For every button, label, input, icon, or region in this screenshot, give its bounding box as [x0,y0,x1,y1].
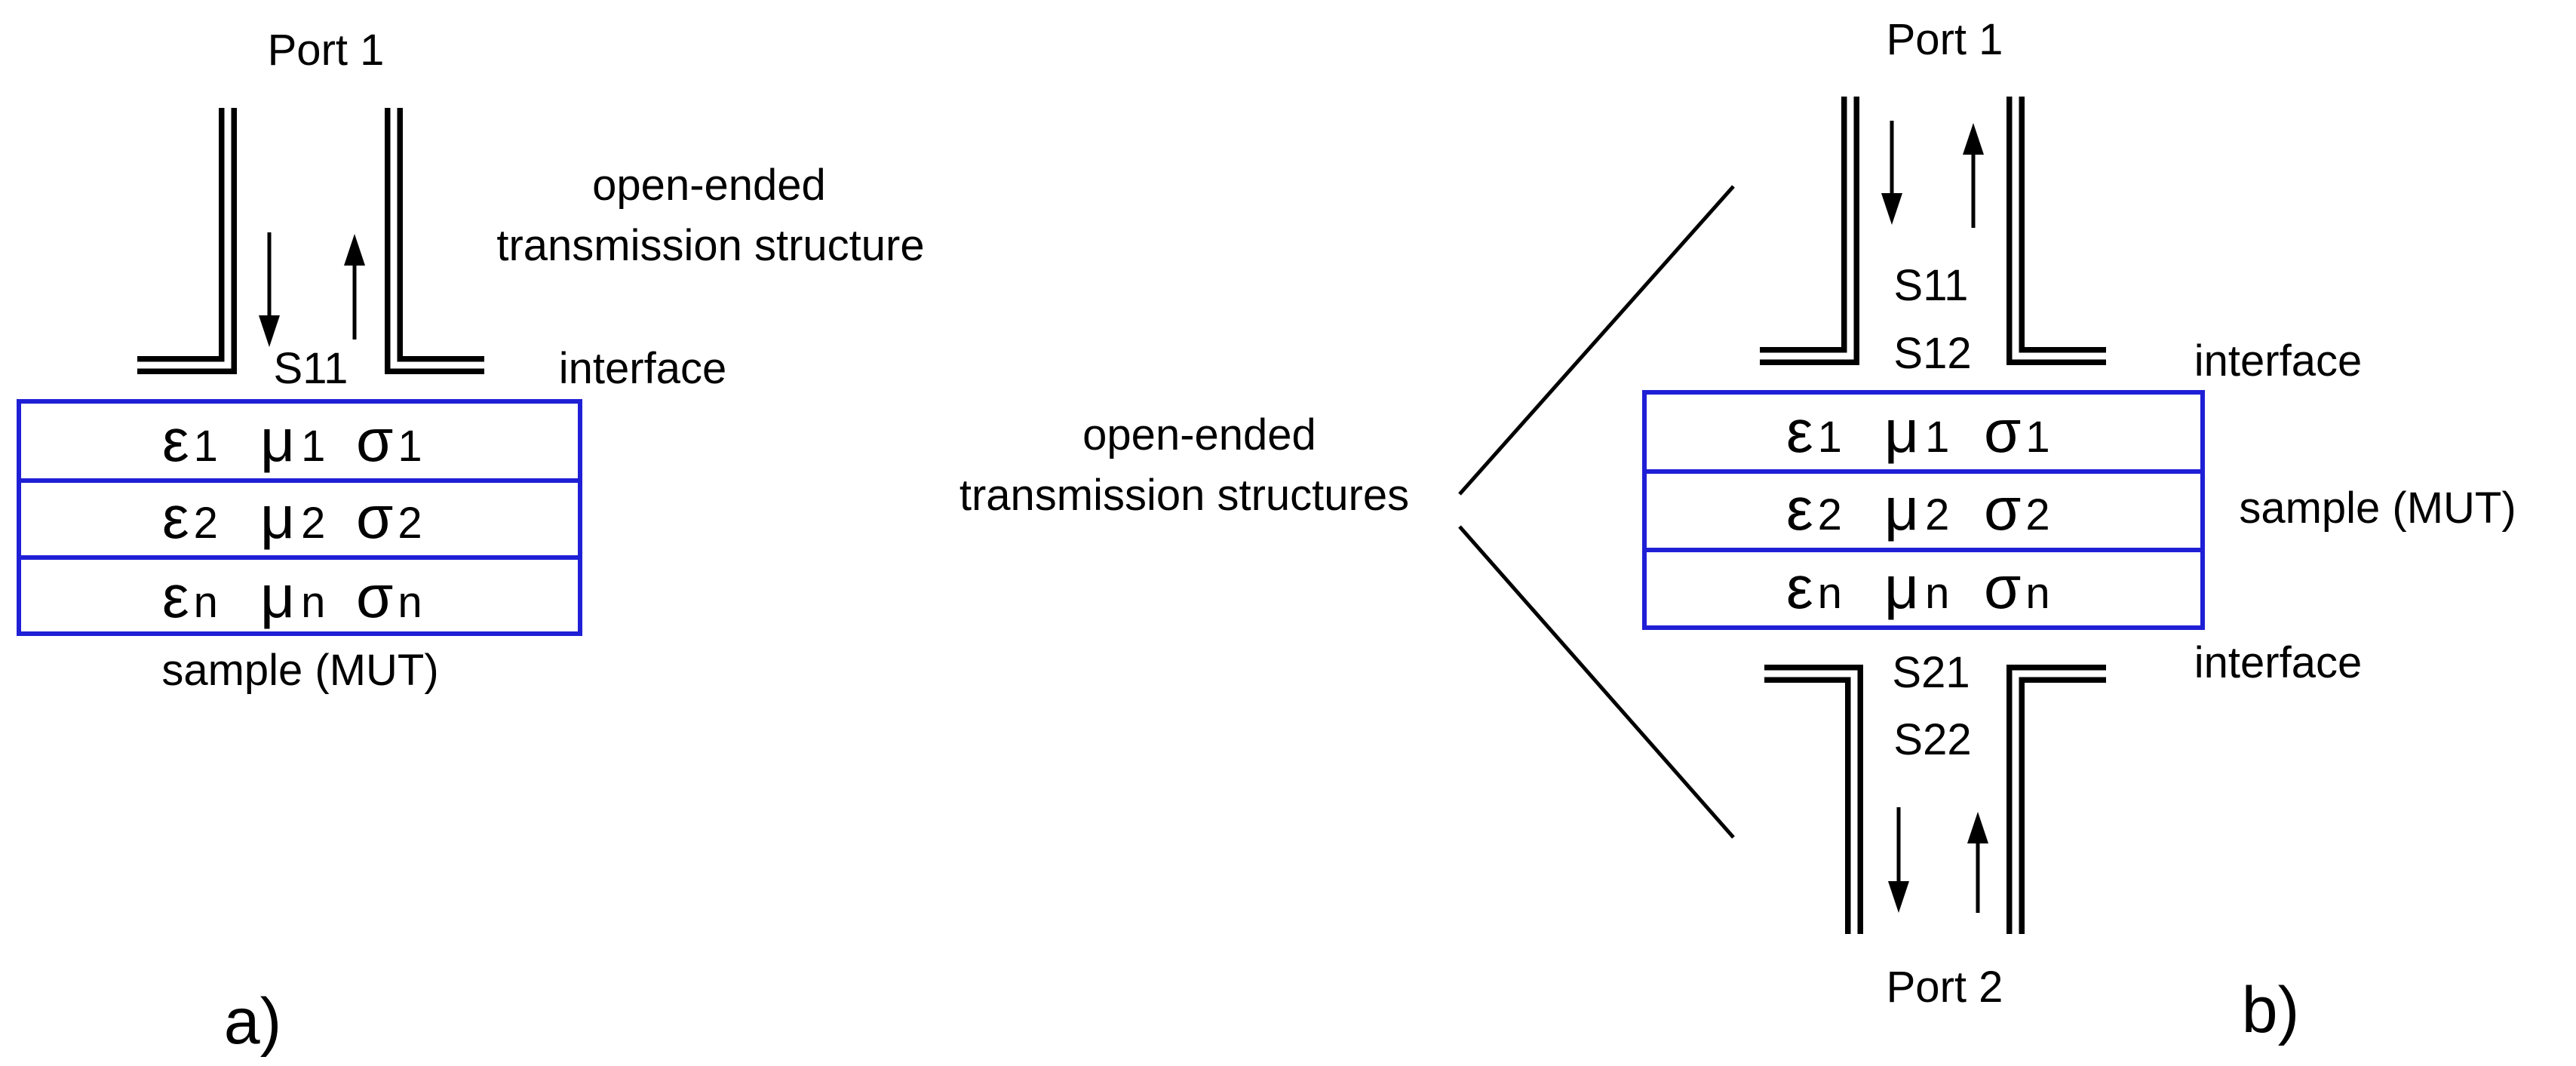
layer-subscript: n [398,578,422,627]
sigma-symbol: σ [1984,398,2021,465]
panel-b-panel-label: b) [2242,974,2299,1046]
panel-b-s22-label: S22 [1893,715,1971,764]
epsilon-symbol: ε [162,407,189,474]
panel-a-transmission-structure [137,108,484,374]
svg-text:μn: μn [260,563,325,630]
panel-b-sample-label: sample (MUT) [2239,484,2516,533]
layer-subscript: n [1818,569,1842,618]
layer-subscript: 1 [2025,413,2049,462]
layer-subscript: 2 [1818,490,1842,539]
svg-text:σ2: σ2 [1984,475,2050,542]
mu-symbol: μ [1884,475,1919,542]
panel-a-s11-label: S11 [274,344,348,393]
panel-a-incident-arrowhead [259,315,280,347]
layer-subscript: 1 [1925,413,1949,462]
panel-b-bottom-transmitted-arrowhead [1888,881,1909,913]
panel-a-port1-label: Port 1 [268,26,385,75]
panel-a-panel-label: a) [224,985,281,1058]
panel-b-interface-top-label: interface [2194,336,2362,386]
sigma-symbol: σ [356,484,393,551]
svg-text:μ2: μ2 [260,484,325,551]
panel-a-sample-label: sample (MUT) [161,646,438,695]
svg-text:ε1: ε1 [1786,398,1842,465]
layer-subscript: 2 [1925,490,1949,539]
mu-symbol: μ [260,484,295,551]
panel-b-sample [1642,390,2205,630]
layer-subscript: 1 [1818,413,1842,462]
panel-a: Port 1 S11 open-ended transmission struc… [17,26,925,1058]
panel-b-s21-label: S21 [1892,648,1970,697]
layer-subscript: n [2025,569,2049,618]
svg-text:μ1: μ1 [260,407,325,474]
svg-text:σ1: σ1 [356,407,422,474]
epsilon-symbol: ε [1786,554,1813,621]
layer-subscript: 2 [194,499,218,548]
panel-a-interface-label: interface [559,344,726,393]
mu-symbol: μ [1884,398,1919,465]
layer-subscript: 1 [194,422,218,471]
svg-text:σ1: σ1 [1984,398,2050,465]
layer-subscript: n [1925,569,1949,618]
epsilon-symbol: ε [162,484,189,551]
mu-symbol: μ [260,407,295,474]
svg-text:σ2: σ2 [356,484,422,551]
panel-b-s12-label: S12 [1893,329,1971,378]
svg-text:σn: σn [356,563,422,630]
epsilon-symbol: ε [1786,475,1813,542]
panel-a-structure-label-line2: transmission structure [496,221,924,270]
panel-b: open-ended transmission structures Port … [959,15,2516,1046]
panel-b-structures-label-line1: open-ended [1082,410,1316,459]
mu-symbol: μ [260,563,295,630]
panel-b-top-transmission-structure [1760,97,2106,365]
svg-text:μ1: μ1 [1884,398,1949,465]
svg-text:σn: σn [1984,554,2050,621]
panel-a-reflected-arrowhead [344,234,365,266]
layer-subscript: 2 [398,499,422,548]
layer-subscript: n [301,578,325,627]
panel-b-top-incident-arrowhead [1881,193,1902,225]
panel-b-pointer-line-bottom [1458,525,1735,839]
sigma-symbol: σ [1984,475,2021,542]
svg-text:ε2: ε2 [162,484,218,551]
layer-subscript: n [194,578,218,627]
sigma-symbol: σ [1984,554,2021,621]
panel-b-s11-label: S11 [1894,261,1969,310]
panel-b-port1-label: Port 1 [1887,15,2003,64]
svg-text:μn: μn [1884,554,1949,621]
svg-text:ε2: ε2 [1786,475,1842,542]
panel-b-bottom-transmission-structure [1764,665,2106,934]
sigma-symbol: σ [356,563,393,630]
panel-a-sample [17,399,582,636]
svg-text:μ2: μ2 [1884,475,1949,542]
panel-b-structures-label-line2: transmission structures [959,471,1409,520]
svg-text:εn: εn [162,563,218,630]
sigma-symbol: σ [356,407,393,474]
layer-subscript: 2 [2025,490,2049,539]
mu-symbol: μ [1884,554,1919,621]
svg-text:εn: εn [1786,554,1842,621]
panel-b-bottom-return-arrowhead [1967,812,1988,843]
layer-subscript: 1 [398,422,422,471]
panel-a-structure-label-line1: open-ended [592,161,826,210]
panel-b-port2-label: Port 2 [1887,963,2003,1012]
epsilon-symbol: ε [162,563,189,630]
panel-b-interface-bottom-label: interface [2194,638,2362,687]
layer-subscript: 2 [301,499,325,548]
panel-b-top-reflected-arrowhead [1963,123,1984,155]
panel-b-pointer-line-top [1458,185,1735,496]
layer-subscript: 1 [301,422,325,471]
epsilon-symbol: ε [1786,398,1813,465]
svg-text:ε1: ε1 [162,407,218,474]
